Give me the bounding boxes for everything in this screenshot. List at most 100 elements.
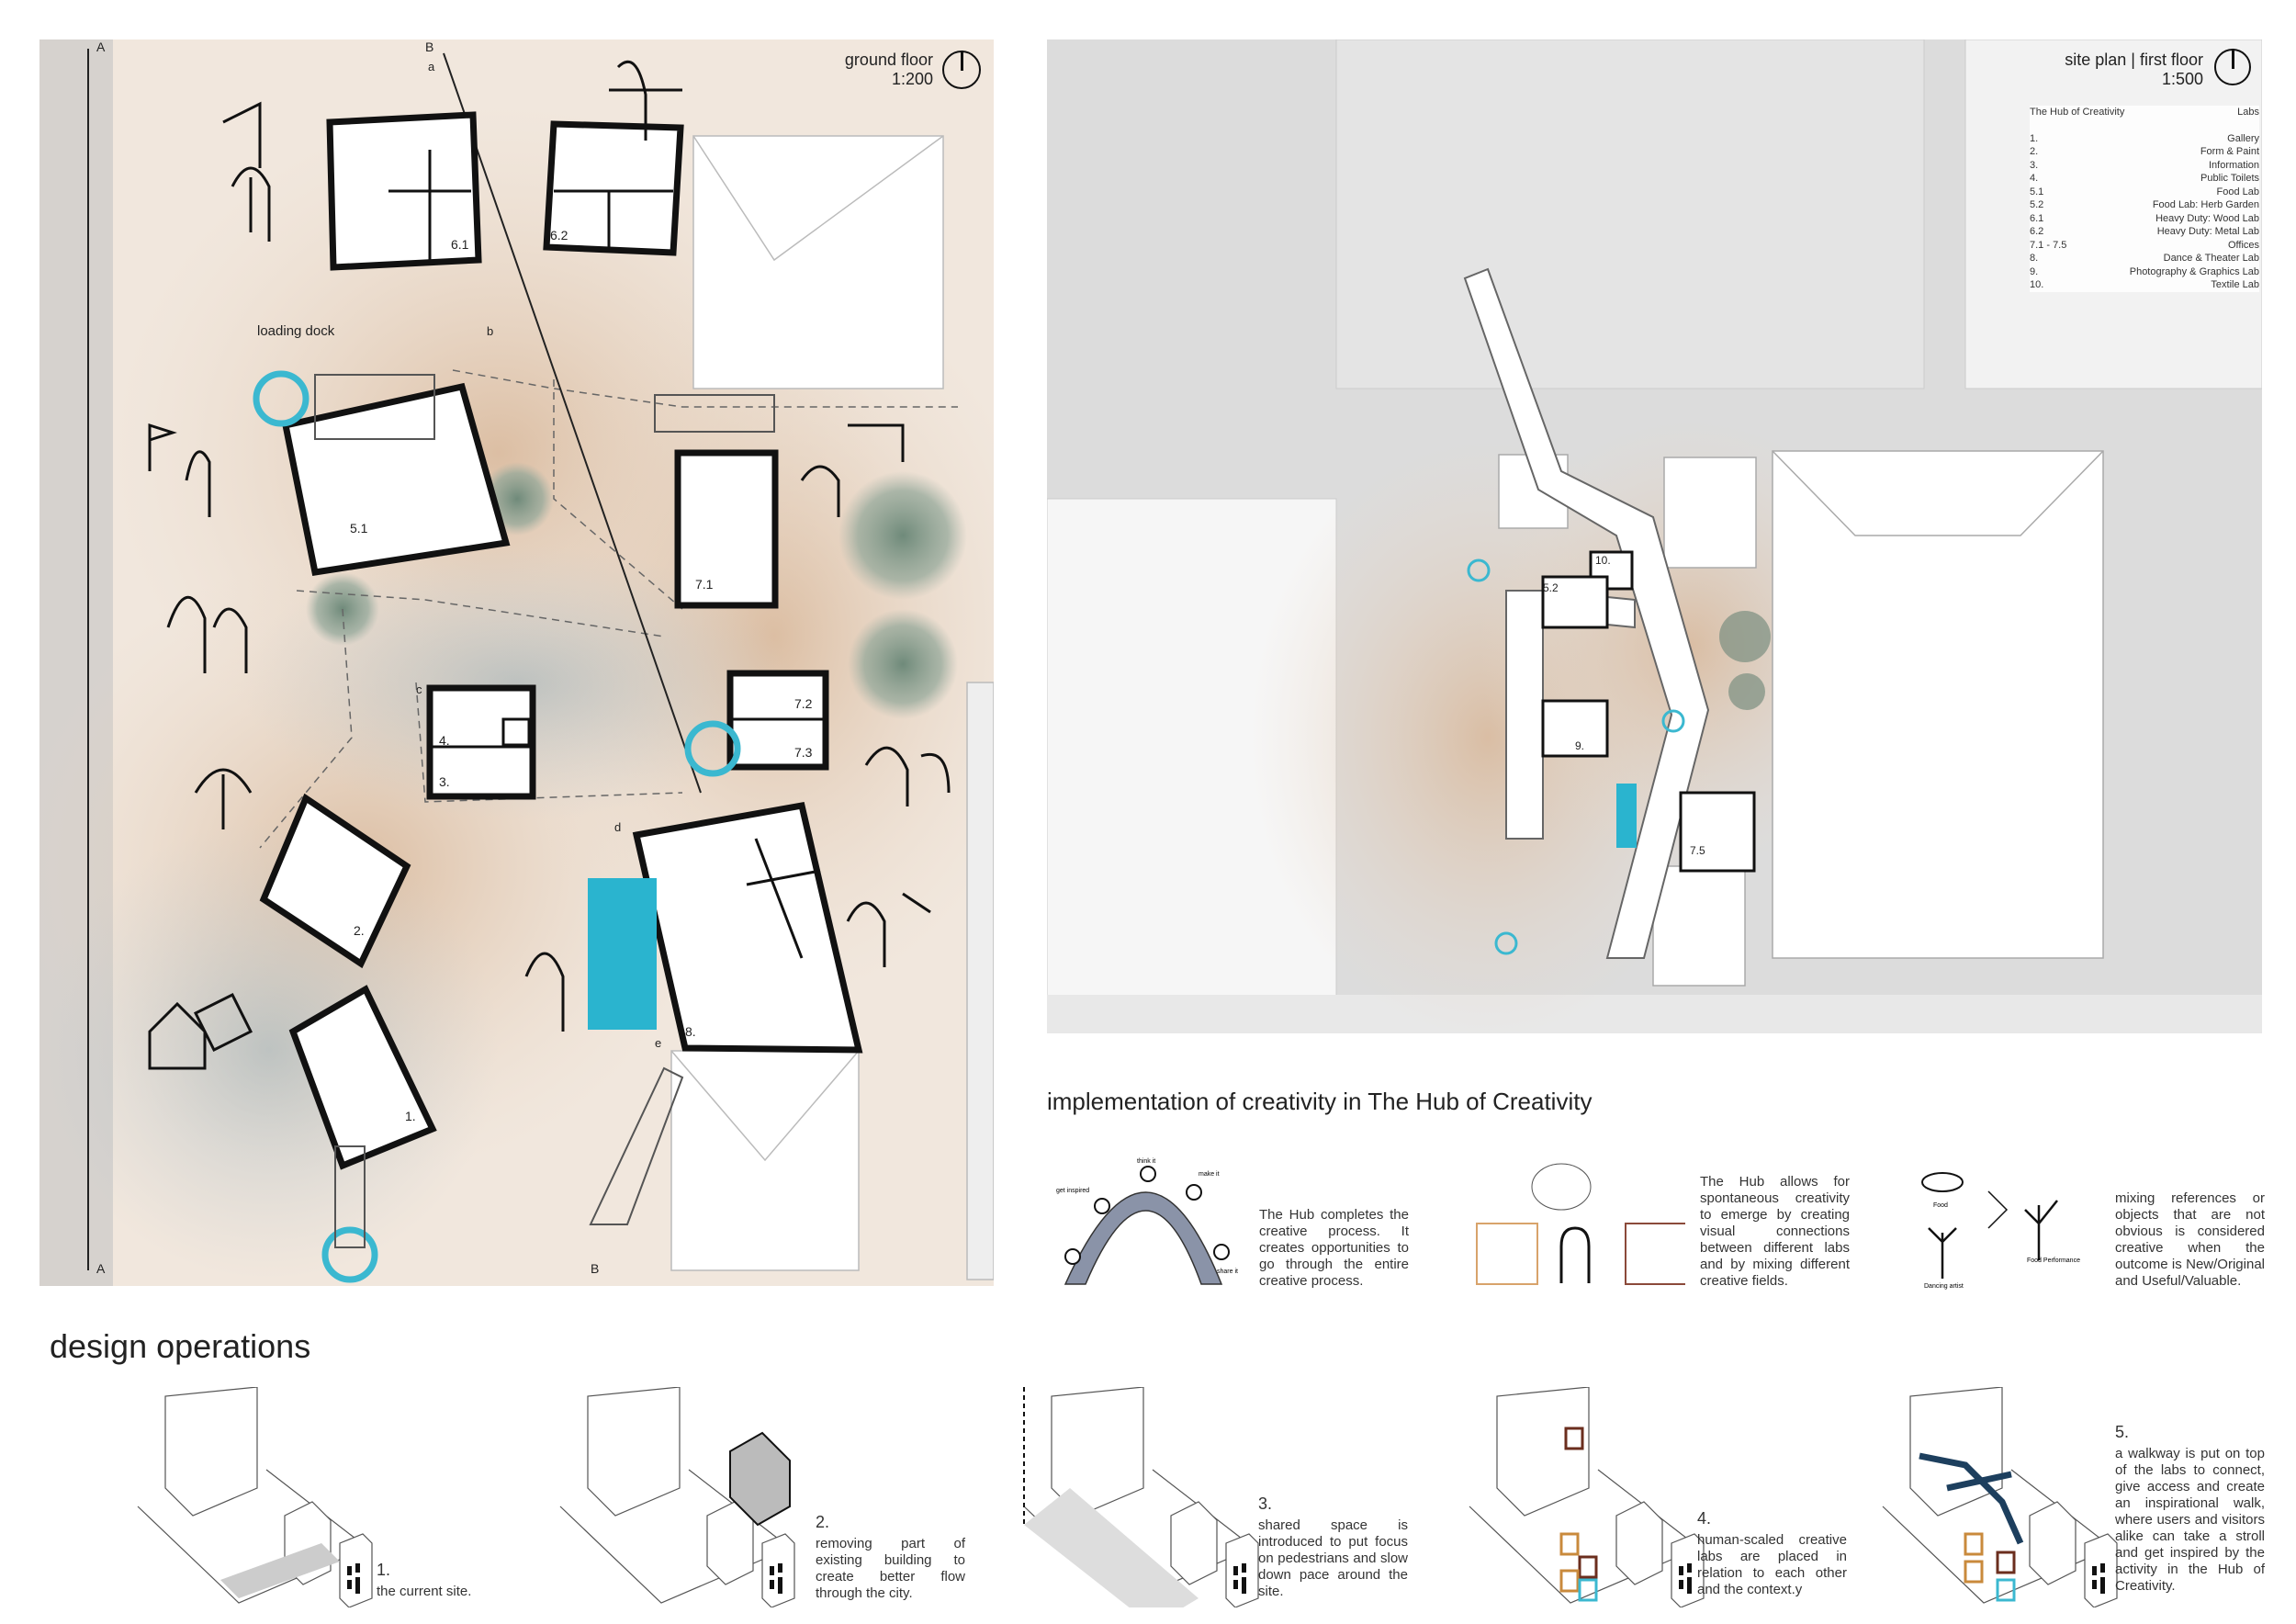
plan-scale: 1:200 xyxy=(891,70,933,88)
lab-frame xyxy=(1476,1223,1538,1285)
north-arrow-icon xyxy=(2214,49,2251,85)
legend-number: 8. xyxy=(2030,253,2039,264)
tree xyxy=(838,471,967,600)
room-5-2 xyxy=(1541,575,1609,629)
mix-label: Food Performance xyxy=(2027,1257,2080,1264)
legend-number: 3. xyxy=(2030,159,2039,171)
room-label: 10. xyxy=(1595,554,1611,567)
room-label: 5.1 xyxy=(350,521,368,536)
step-number: 2. xyxy=(816,1513,830,1531)
legend-number: 10. xyxy=(2030,279,2044,290)
legend-lab-name: Offices xyxy=(2227,239,2259,251)
stage-highlight xyxy=(1616,784,1637,848)
site-plan-scale: 1:500 xyxy=(2161,70,2203,88)
section-line-b xyxy=(443,52,702,794)
ground-floor-plan: ground floor 1:200 loading dock A A B B … xyxy=(39,39,994,1286)
step-number: 4. xyxy=(1697,1509,1712,1528)
stair-marker xyxy=(684,720,741,777)
step-number: 3. xyxy=(1258,1494,1273,1513)
arrow-icon xyxy=(1987,1190,2009,1229)
room-label: 7.3 xyxy=(794,745,813,760)
room-6-2 xyxy=(543,120,684,256)
existing-building xyxy=(1051,1386,1144,1517)
step-text: shared space is introduced to put focus … xyxy=(1258,1517,1408,1599)
caption-3: mixing references or objects that are no… xyxy=(2115,1190,2265,1289)
process-arch xyxy=(1064,1191,1223,1285)
loading-dock-label: loading dock xyxy=(257,323,335,339)
room-10 xyxy=(1589,550,1634,591)
legend-lab-name: Food Lab: Herb Garden xyxy=(2152,199,2259,210)
legend-heading: The Hub of Creativity xyxy=(2030,107,2125,118)
existing-building xyxy=(1498,450,2104,987)
site-plan-title: site plan | first floor xyxy=(2065,51,2203,69)
legend-item: 2. Form & Paint xyxy=(2030,145,2259,159)
existing-building xyxy=(1909,1386,2003,1517)
dance-stage-highlight xyxy=(588,878,657,1030)
legend-lab-name: Textile Lab xyxy=(2211,279,2259,290)
food-icon xyxy=(1921,1172,1964,1192)
design-step-5-diagram xyxy=(1874,1386,2149,1608)
room-label: 8. xyxy=(685,1024,696,1039)
legend-number: 6.2 xyxy=(2030,226,2044,237)
walkway xyxy=(1505,590,1544,840)
legend-item: 3.Information xyxy=(2030,159,2259,173)
design-step-4-caption: 4. human-scaled creative labs are placed … xyxy=(1697,1510,1847,1598)
legend-number: 7.1 - 7.5 xyxy=(2030,239,2067,251)
design-step-1-diagram xyxy=(129,1386,404,1608)
legend-item: 7.1 - 7.5 Offices xyxy=(2030,239,2259,253)
implementation-heading: implementation of creativity in The Hub … xyxy=(1047,1088,1593,1115)
ground-floor-drawing xyxy=(39,39,994,1286)
legend-lab-name: Public Toilets xyxy=(2200,173,2259,184)
room-label: 2. xyxy=(354,923,365,938)
mix-label: Dancing artist xyxy=(1924,1283,1964,1290)
creative-process-diagram: get inspired think it make it share it xyxy=(1047,1156,1249,1293)
room-label: 7.2 xyxy=(794,696,813,711)
existing-building xyxy=(670,135,994,1280)
room-label: 1. xyxy=(405,1109,416,1123)
section-mark: b xyxy=(487,324,494,338)
tree xyxy=(848,609,958,719)
stairs xyxy=(589,1066,684,1225)
section-mark: e xyxy=(655,1036,662,1050)
room-label: 7.5 xyxy=(1690,844,1705,857)
section-mark: A xyxy=(96,1261,106,1276)
legend-item: 4.Public Toilets xyxy=(2030,172,2259,186)
walkway xyxy=(1463,267,1710,959)
stair-marker xyxy=(253,370,310,427)
room-label: 6.2 xyxy=(550,228,568,242)
person-icon xyxy=(1559,1226,1591,1283)
caption-1: The Hub completes the creative process. … xyxy=(1259,1207,1409,1289)
legend-number: 1. xyxy=(2030,132,2039,144)
legend-item: 8.Dance & Theater Lab xyxy=(2030,252,2259,265)
tree xyxy=(1728,673,1765,710)
legend-heading: Labs xyxy=(2237,107,2259,118)
step-text: human-scaled creative labs are placed in… xyxy=(1697,1532,1847,1597)
room-label: 5.2 xyxy=(1543,581,1559,594)
legend-lab-name: Heavy Duty: Wood Lab xyxy=(2155,212,2259,224)
design-operations-heading: design operations xyxy=(50,1327,311,1365)
thought-cloud-icon xyxy=(1531,1163,1592,1211)
legend-number: 6.1 xyxy=(2030,212,2044,224)
arch-label: think it xyxy=(1137,1158,1155,1165)
design-step-4-diagram xyxy=(1460,1386,1736,1608)
room-3-4 xyxy=(426,684,536,800)
legend-lab-name: Photography & Graphics Lab xyxy=(2129,265,2259,277)
legend-number: 2. xyxy=(2030,146,2039,157)
connections-diagram xyxy=(1474,1159,1687,1292)
section-mark: B xyxy=(591,1261,600,1276)
legend-lab-name: Form & Paint xyxy=(2200,146,2259,157)
north-arrow-icon xyxy=(942,51,981,89)
block xyxy=(1170,1501,1218,1585)
step-number: 5. xyxy=(2115,1423,2130,1441)
existing-building xyxy=(587,1386,681,1517)
removed-block xyxy=(729,1431,791,1527)
site-plan-drawing xyxy=(1047,39,2262,1033)
legend: The Hub of Creativity Labs 1. Gallery 2. Fo… xyxy=(2030,106,2259,292)
room-label: 4. xyxy=(439,733,450,748)
arch-label: share it xyxy=(1217,1269,1238,1275)
design-step-3-diagram xyxy=(1015,1386,1290,1624)
section-mark: c xyxy=(416,682,422,696)
legend-lab-name: Gallery xyxy=(2227,132,2259,144)
caption-2: The Hub allows for spontaneous creativit… xyxy=(1700,1174,1850,1289)
